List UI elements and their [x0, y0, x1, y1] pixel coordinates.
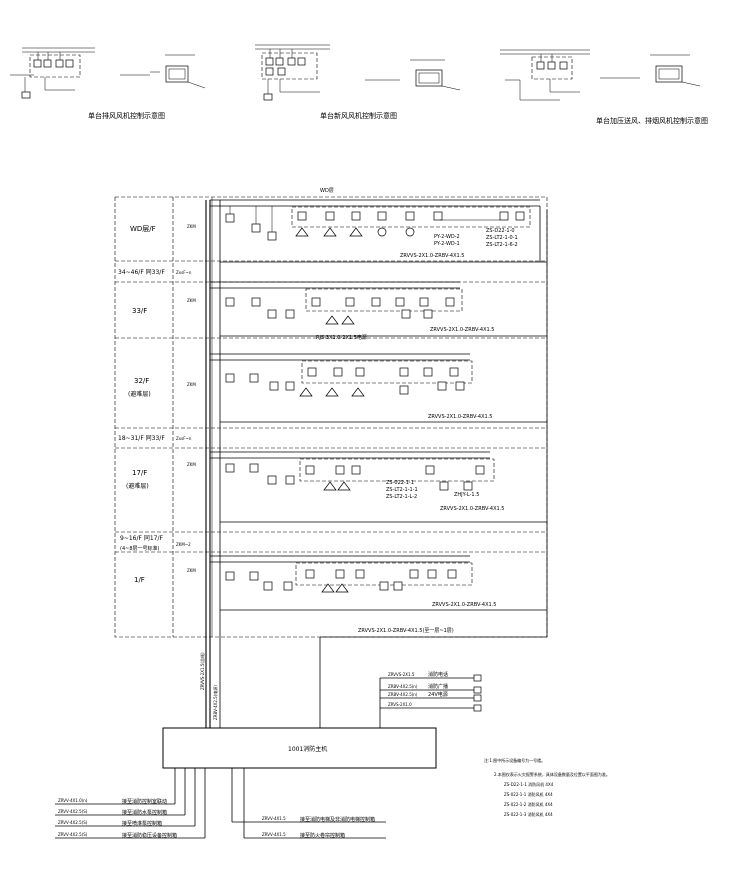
floor-17-devices: ZS-022-1-1 ZS-LT2-1-1-1 ZS-LT2-1-L-2 ZHJ… [210, 451, 547, 523]
right-label: 消防广播 [428, 683, 448, 690]
floor-tag: ZKM [187, 568, 196, 573]
controller-label: 1001消防主机 [288, 745, 327, 753]
floor-1-devices: ZRVVS-2X1.0-ZRBV-4X1.5 ZRVVS-2X1.0-ZRBV-… [210, 555, 547, 634]
floor-tag: ZKM [187, 298, 196, 303]
equip-label: ZS-LT2-1-6-2 [486, 242, 518, 248]
bottom-label: 接至喷淋泵控制箱 [122, 820, 162, 827]
floor-tag: ZxsF~n [176, 270, 192, 275]
bottom-cable: ZRVV-4X1.0(n) [58, 798, 88, 803]
floor-tag: ZKM~2 [176, 542, 191, 547]
floor-name: 33/F [132, 307, 147, 315]
bus-label: ZRVVS-2X1.0-ZRBV-4X1.5 [440, 506, 504, 512]
floor33-note: RJS-3X1.0-2X1.5电源 [316, 334, 367, 341]
floor-33-devices: RJS-3X1.0-2X1.5电源 ZRVVS-2X1.0-ZRBV-4X1.5 [210, 281, 547, 341]
riser-frame: WD层 [114, 188, 548, 638]
top-diagram-2-caption: 单台新风风机控制示意图 [320, 111, 397, 120]
fire-controller: 1001消防主机 [162, 727, 437, 769]
equip-label: ZS-LT2-1-L-2 [386, 494, 417, 500]
bottom-right-label: 接至消防电梯及非消防电梯控制箱 [300, 816, 375, 823]
bus-label: ZRVVS-2X1.0-ZRBV-4X1.5 [400, 253, 464, 259]
notes-line: 2.本图仅表示火灾报警系统，具体设备数量及位置以平面图为准。 [494, 771, 610, 777]
floor-name: 17/F [132, 469, 147, 477]
floor-name: WD层/F [130, 225, 156, 233]
floor-name: 32/F [134, 377, 149, 385]
bottom-right-cable: ZRVV-4X1.5 [262, 816, 286, 821]
floor-tag: ZKM [187, 462, 196, 467]
equip-label: ZS-LT2-1-0-1 [486, 235, 518, 241]
riser-cable-label-2: ZRBV-4X2.5(电源) [212, 685, 218, 720]
bottom-cable: ZRVV-4X2.5(S) [58, 809, 88, 814]
floor-32-devices: ZRVVS-2X1.0-ZRBV-4X1.5 [210, 353, 547, 423]
floor-tag: ZxsF~n [176, 436, 192, 441]
top-diagram-1: 单台排风风机控制示意图 [10, 47, 206, 120]
notes: 注:1.图中所示设备编号为一号楼。 2.本图仅表示火灾报警系统，具体设备数量及位… [484, 757, 610, 817]
notes-line: ZS-022-1-1 消防风机 4X4 [504, 791, 553, 797]
floor-sub: (4~8层一号标准) [120, 545, 160, 552]
top-diagram-1-caption: 单台排风风机控制示意图 [88, 111, 165, 120]
floor-name: 1/F [134, 576, 145, 584]
bottom-right-label: 接至防火卷帘控制箱 [300, 832, 345, 839]
bottom-cable: ZRVV-4X2.5(S) [58, 820, 88, 825]
floor-tag: ZKM [187, 224, 196, 229]
right-cable: ZRVVS-2X1.5 [388, 672, 415, 677]
bottom-cable: ZRVV-4X2.5(S) [58, 832, 88, 837]
top-diagram-2: 单台新风风机控制示意图 [255, 44, 461, 120]
bus-label: ZRVVS-2X1.0-ZRBV-4X1.5(至一层~1层) [358, 628, 454, 634]
notes-title: 注:1.图中所示设备编号为一号楼。 [484, 757, 545, 763]
riser-cable-label: ZRVVS-2X1.5(总线) [199, 652, 205, 690]
floor-wd-devices: ZS-D22-1-0 PY-2-WD-2 ZS-LT2-1-0-1 PY-2-W… [210, 199, 547, 263]
right-cable: ZRVS-2X1.0 [388, 702, 412, 707]
floor-name: 18~31/F 同33/F [118, 435, 165, 442]
bus-label: ZRVVS-2X1.0-ZRBV-4X1.5 [428, 414, 492, 420]
right-panel: ZRVVS-2X1.5 消防电话 ZRBV-4X2.5(n) 消防广播 ZRBV… [379, 671, 482, 728]
top-diagram-3: 单台加压送风、排烟风机控制示意图 [500, 49, 708, 125]
right-cable: ZRBV-4X2.5(n) [388, 692, 418, 697]
bus-label: ZRVVS-2X1.0-ZRBV-4X1.5 [430, 327, 494, 333]
floor-sub: (避难层) [128, 390, 151, 398]
equip-label: ZS-022-1-1 [386, 480, 414, 486]
bottom-lines: ZRVV-4X1.0(n) 接至消防控制室联动 ZRVV-4X2.5(S) 接至… [55, 768, 386, 839]
floor-name: 9~16/F 同17/F [120, 535, 164, 542]
right-label: 消防电话 [428, 671, 448, 678]
notes-line: ZS-022-1-3 消防风机 4X4 [504, 811, 553, 817]
bus-label: ZRVVS-2X1.0-ZRBV-4X1.5 [432, 602, 496, 608]
bottom-label: 接至消防水泵控制箱 [122, 809, 167, 816]
bottom-label: 接至消防稳压设备控制箱 [122, 832, 177, 839]
right-cable: ZRBV-4X2.5(n) [388, 684, 418, 689]
bottom-right-cable: ZRVV-4X1.5 [262, 832, 286, 837]
notes-line: ZS-D22-1-1 消防风机 4X4 [504, 781, 554, 787]
equip-label: PY-2-WD-2 [434, 234, 460, 240]
floor-sub: (避难层) [126, 482, 149, 490]
floor17-tag: ZHJY-L-1.5 [454, 492, 479, 498]
floor-tag: ZKM [187, 382, 196, 387]
bottom-label: 接至消防控制室联动 [122, 798, 167, 805]
equip-label: PY-2-WD-1 [434, 241, 460, 247]
roof-label: WD层 [320, 188, 334, 194]
floor-labels: WD层/F ZKM 34~46/F 同33/F ZxsF~n 33/F ZKM … [118, 224, 196, 584]
right-label: 24V电源 [428, 691, 448, 698]
equip-label: ZS-LT2-1-1-1 [386, 487, 418, 493]
notes-line: ZS-022-1-2 消防风机 4X4 [504, 801, 553, 807]
top-diagram-3-caption: 单台加压送风、排烟风机控制示意图 [596, 116, 708, 125]
equip-label: ZS-D22-1-0 [486, 228, 515, 234]
floor-name: 34~46/F 同33/F [118, 269, 165, 276]
